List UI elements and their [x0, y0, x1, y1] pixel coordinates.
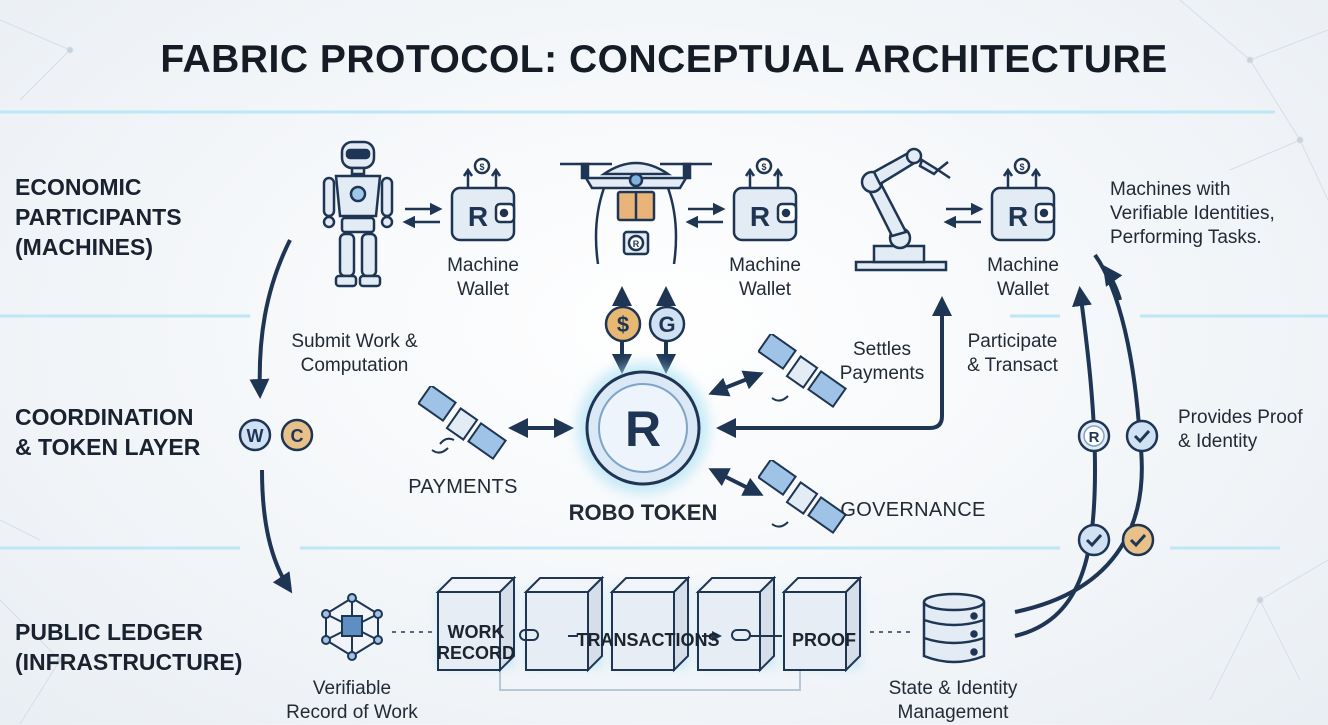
- provides-proof-label: Provides Proof & Identity: [1178, 407, 1303, 452]
- settles-satellite-icon: [758, 334, 847, 409]
- submit-work-label: Submit Work & Computation: [291, 331, 418, 376]
- svg-text:$: $: [1019, 162, 1024, 172]
- payments-satellite-icon: [418, 386, 507, 461]
- wallet-glyph-1: R: [468, 201, 488, 232]
- svg-text:G: G: [658, 312, 675, 337]
- svg-text:R: R: [625, 401, 661, 457]
- svg-text:R: R: [1089, 429, 1100, 446]
- governance-label: GOVERNANCE: [840, 499, 986, 521]
- settles-arrow: [708, 370, 764, 397]
- drone-icon: R: [560, 161, 712, 265]
- machine-wallet-icon-3: $ R: [990, 157, 1056, 242]
- svg-text:C: C: [291, 426, 304, 446]
- ledger-block-4: [695, 575, 777, 673]
- ledger-blocks: [435, 575, 863, 673]
- chain-links: [519, 629, 782, 641]
- state-identity-label: State & Identity Management: [888, 678, 1018, 723]
- svg-text:$: $: [761, 162, 766, 172]
- work-coin-icon: W: [238, 418, 272, 452]
- wallet-glyph-2: R: [750, 201, 770, 232]
- wallet-glyph-3: R: [1008, 201, 1028, 232]
- verified-check-icon-1: [1125, 419, 1159, 453]
- governance-arrow: [708, 468, 764, 496]
- participate-arrow: [716, 296, 952, 438]
- svg-text:W: W: [247, 426, 264, 446]
- payments-label: PAYMENTS: [408, 476, 518, 498]
- svg-text:R: R: [633, 239, 640, 249]
- wallet-label-2: Machine Wallet: [729, 255, 801, 300]
- compute-coin-icon: C: [280, 418, 314, 452]
- verifiable-record-label: Verifiable Record of Work: [286, 678, 418, 723]
- machines-description: Machines with Verifiable Identities, Per…: [1110, 179, 1275, 248]
- exchange-arrows: [402, 202, 984, 229]
- participate-transact-label: Participate & Transact: [967, 331, 1058, 376]
- database-icon: [922, 592, 986, 664]
- dollar-coin-icon: $: [604, 305, 642, 343]
- humanoid-robot-icon: [322, 140, 394, 288]
- ledger-block-3: [609, 575, 691, 673]
- submit-work-arrow-bottom: [260, 469, 293, 594]
- governance-coin-icon: G: [648, 305, 686, 343]
- robo-badge-icon: R: [1077, 419, 1111, 453]
- robotic-arm-icon: [854, 147, 951, 272]
- ledger-block-1: [435, 575, 517, 673]
- wallet-label-3: Machine Wallet: [987, 255, 1059, 300]
- network-node-icon: [321, 593, 383, 661]
- page-title: FABRIC PROTOCOL: CONCEPTUAL ARCHITECTURE: [160, 38, 1168, 81]
- svg-text:$: $: [479, 162, 484, 172]
- verified-check-icon-2: [1077, 523, 1111, 557]
- machine-wallet-icon-1: $ R: [450, 157, 516, 242]
- proof-arrow-outer-head: [1102, 264, 1123, 301]
- layer-label-coordination: COORDINATION & TOKEN LAYER: [15, 404, 201, 460]
- ledger-block-transactions: TRANSACTIONS: [576, 630, 720, 650]
- robo-token-label: ROBO TOKEN: [568, 500, 718, 525]
- layer-label-economic: ECONOMIC PARTICIPANTS (MACHINES): [15, 174, 182, 260]
- ledger-block-5: [781, 575, 863, 673]
- settles-payments-label: Settles Payments: [839, 339, 925, 384]
- verified-check-icon-3: [1121, 523, 1155, 557]
- proof-arrow-inner: [1014, 286, 1098, 638]
- submit-work-arrow-top: [249, 239, 292, 399]
- wallet-label-1: Machine Wallet: [447, 255, 519, 300]
- svg-text:$: $: [617, 312, 629, 337]
- ledger-block-proof: PROOF: [791, 630, 856, 650]
- governance-satellite-icon: [758, 460, 847, 535]
- layer-label-ledger: PUBLIC LEDGER (INFRASTRUCTURE): [15, 619, 243, 675]
- ledger-block-2: [523, 575, 605, 673]
- ledger-block-work-record: WORK RECORD: [436, 622, 515, 663]
- machine-wallet-icon-2: $ R: [732, 157, 798, 242]
- robo-token-icon: R: [585, 370, 701, 486]
